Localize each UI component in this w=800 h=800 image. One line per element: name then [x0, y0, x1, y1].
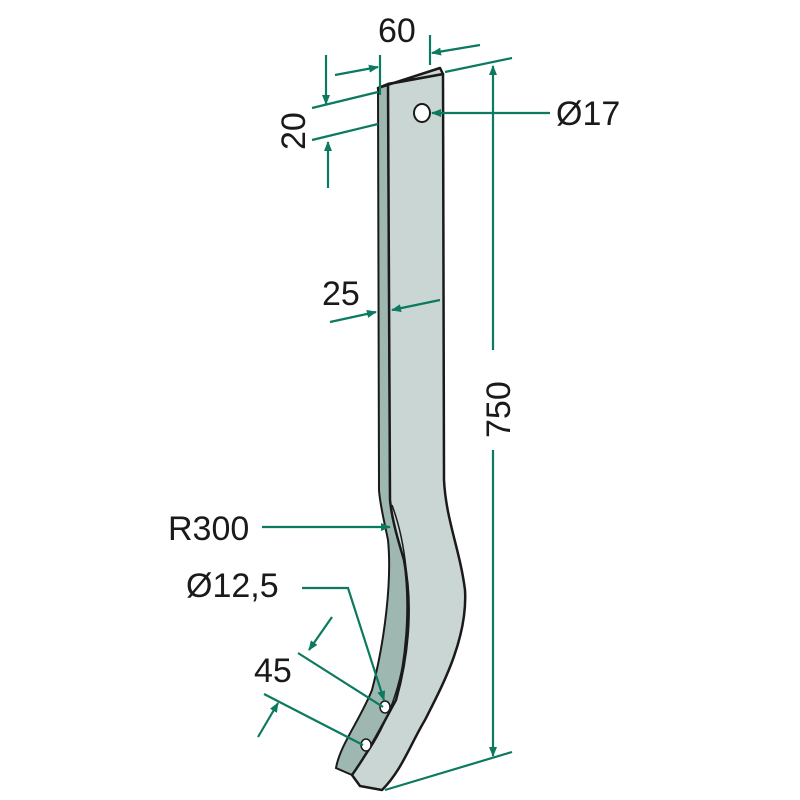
dim-top-offset: 20 — [275, 55, 379, 188]
radius-label: R300 — [168, 510, 249, 548]
dim-hole-spacing: 45 — [254, 616, 384, 746]
thickness-arrow-left — [329, 310, 377, 324]
dim-width: 60 — [334, 12, 481, 95]
thickness-label: 25 — [322, 275, 360, 313]
tine-part — [334, 66, 467, 792]
hole-top-label: Ø17 — [556, 95, 620, 133]
hole-bottom-1 — [379, 700, 391, 714]
hole-bottom-leader — [302, 586, 386, 701]
length-label: 750 — [480, 381, 518, 438]
hole-spacing-label: 45 — [254, 652, 292, 690]
hole-bottom-label: Ø12,5 — [186, 567, 279, 605]
thickness-arrow-right — [391, 298, 441, 313]
hole-top — [413, 103, 431, 123]
dim-length: 750 — [384, 56, 518, 792]
width-label: 60 — [378, 12, 416, 50]
top-offset-label: 20 — [275, 112, 313, 150]
